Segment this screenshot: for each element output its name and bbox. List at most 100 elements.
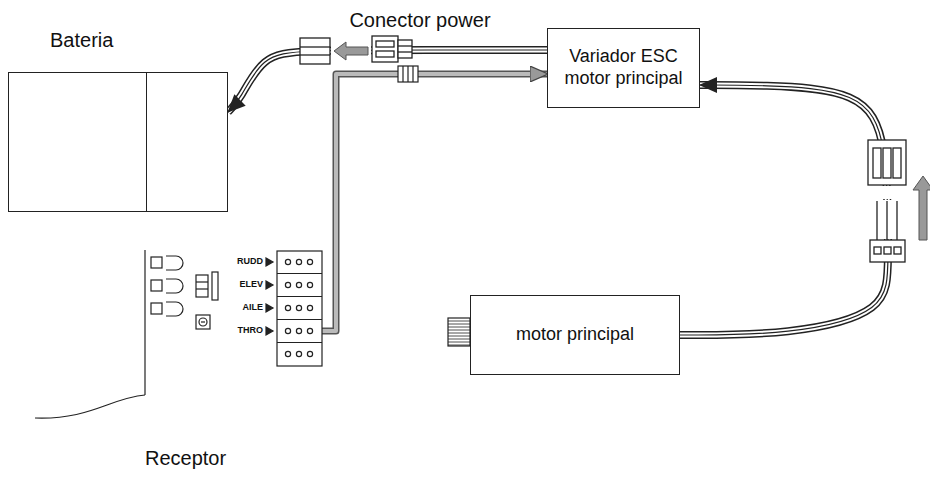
motor-pinion	[448, 333, 470, 334]
motor-pinion	[448, 324, 470, 325]
motor-connector	[886, 201, 887, 240]
motor-pinion	[448, 345, 470, 346]
wire-bundle	[680, 85, 888, 335]
battery-divider	[146, 73, 147, 211]
power-connector	[331, 40, 371, 62]
signal-connector	[398, 66, 418, 82]
plug-arrow	[334, 42, 368, 60]
receiver-drawing	[35, 250, 322, 418]
receiver-drawing	[212, 272, 218, 300]
receiver-drawing	[307, 351, 312, 356]
power-connector	[398, 40, 412, 58]
node-label: Bateria	[50, 29, 113, 52]
power-connector	[376, 51, 394, 57]
motor-connector	[874, 247, 881, 254]
connector-path	[322, 74, 547, 331]
receiver-drawing	[166, 256, 183, 270]
power-connector	[300, 38, 330, 64]
power-connector	[300, 46, 330, 47]
signal-arrow	[322, 74, 547, 331]
motor-pinion	[448, 318, 470, 346]
motor-connector	[894, 247, 901, 254]
battery-case	[8, 72, 228, 212]
receiver-drawing	[296, 305, 301, 310]
power-connector	[300, 36, 412, 64]
receiver-drawing	[35, 395, 145, 418]
connector-path	[680, 85, 888, 335]
receiver-drawing	[307, 282, 312, 287]
channel-label: ELEV	[239, 280, 263, 290]
motor-connector	[862, 186, 912, 199]
connector-label: Conector power	[349, 9, 490, 31]
motor-pinion	[448, 342, 470, 343]
connector-path	[322, 74, 547, 331]
node-label: Receptor	[145, 447, 226, 470]
receiver-drawing	[166, 302, 183, 316]
motor-connector	[893, 148, 901, 178]
signal-connector	[402, 66, 403, 82]
motor-connector	[873, 148, 881, 178]
motor-pinion	[448, 339, 470, 340]
receiver-drawing	[266, 281, 273, 289]
node-label: Variador ESC motor principal	[558, 46, 689, 89]
motor-pinion	[448, 321, 470, 322]
motor-pinion	[448, 330, 470, 331]
receiver-drawing	[196, 288, 208, 289]
receiver: Receptor	[140, 248, 322, 474]
receiver-drawing	[166, 279, 183, 293]
receiver-drawing	[296, 351, 301, 356]
receiver-drawing	[296, 282, 301, 287]
receiver-drawing	[285, 351, 290, 356]
motor-connector	[884, 247, 891, 254]
receiver-drawing	[151, 257, 162, 268]
receiver-drawing	[307, 305, 312, 310]
receiver-drawing	[296, 259, 301, 264]
battery: Bateria	[8, 25, 228, 212]
receiver-drawing	[266, 258, 322, 357]
motor-connector	[870, 240, 905, 262]
receiver-drawing	[196, 275, 208, 297]
receiver-drawing	[196, 315, 210, 329]
motor-connector	[862, 200, 912, 239]
receiver-drawing	[285, 259, 290, 264]
plug-arrow	[913, 176, 930, 240]
signal-connector	[407, 66, 408, 82]
channel-label: AILE	[242, 303, 263, 313]
signal-connector	[398, 66, 418, 82]
motor-connector	[862, 140, 912, 262]
receiver-drawing	[277, 342, 322, 343]
motor-connector	[883, 148, 891, 178]
channel-label: THRO	[238, 326, 264, 336]
plug-arrow	[334, 42, 368, 60]
motor-pinion	[448, 318, 470, 346]
channel-label: RUDD	[237, 257, 263, 267]
motor-pinion	[448, 327, 470, 328]
receiver-drawing	[277, 296, 322, 297]
receiver-drawing	[201, 321, 205, 322]
receiver-drawing	[285, 305, 290, 310]
receiver-drawing	[307, 259, 312, 264]
receiver-drawing	[296, 328, 301, 333]
receiver-drawing	[151, 280, 162, 291]
plug-arrow	[913, 176, 930, 240]
receiver-drawing	[277, 319, 322, 320]
receiver-drawing	[196, 281, 208, 282]
signal-connector	[412, 66, 413, 82]
receiver-drawing	[151, 303, 162, 314]
node-label: motor principal	[516, 324, 634, 346]
motor-pinion	[448, 336, 470, 337]
receiver-drawing	[266, 304, 273, 312]
connector-path	[680, 85, 888, 335]
receiver-drawing	[285, 328, 290, 333]
power-connector	[398, 51, 412, 52]
power-connector	[300, 54, 330, 55]
connector-path	[680, 85, 888, 335]
receiver-drawing	[277, 251, 322, 366]
power-connector	[376, 41, 394, 47]
power-connector	[372, 36, 398, 62]
receiver-drawing	[266, 327, 273, 335]
motor-connector	[868, 140, 906, 185]
receiver-drawing	[307, 328, 312, 333]
esc-box: Variador ESC motor principal	[547, 28, 700, 108]
